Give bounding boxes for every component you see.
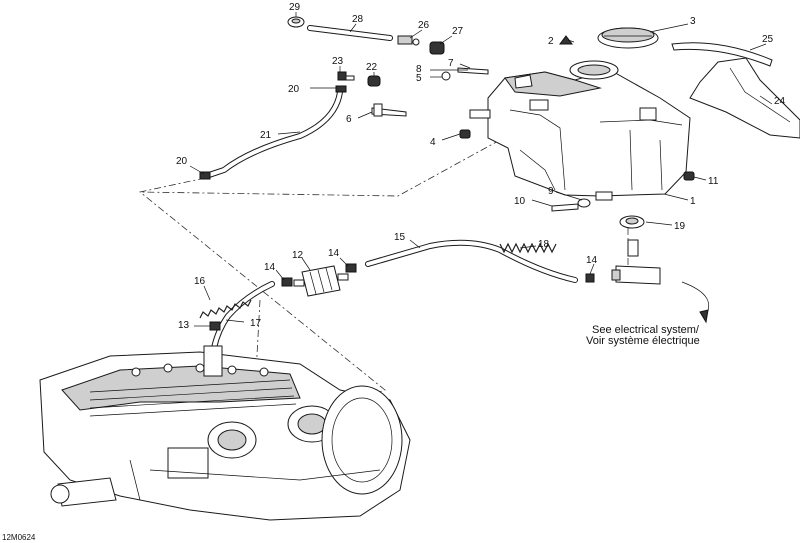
callout-21: 21 [260,130,272,141]
callout-9: 9 [548,186,554,197]
callout-15: 15 [394,232,406,243]
callout-2: 2 [548,36,554,47]
callout-8: 8 [416,64,422,75]
callout-22: 22 [366,62,378,73]
check-valve [397,35,420,46]
callout-14-right: 14 [586,255,598,266]
cap-seal [559,35,573,45]
callout-4: 4 [430,137,436,148]
callout-17: 17 [250,318,262,329]
washer-9 [577,198,591,208]
tank-cap [597,27,659,49]
callout-25: 25 [762,34,774,45]
nut-11 [683,171,695,181]
clamp-14-mid [345,263,357,273]
callout-29: 29 [289,2,301,13]
clamp-13 [209,321,221,331]
strap [671,42,773,67]
leader-lines [189,12,773,327]
clamp-14-left [281,277,293,287]
screw-7 [457,67,489,75]
oil-level-sensor [611,239,661,285]
callout-19: 19 [674,221,686,232]
clamp-20-lower [199,171,211,180]
callout-26: 26 [418,20,430,31]
callout-10: 10 [514,196,526,207]
clamp-top [429,41,445,55]
callout-18: 18 [538,239,550,250]
callout-1: 1 [690,196,696,207]
callout-14-left: 14 [264,262,276,273]
callout-labels: 29 28 26 27 3 2 25 24 23 22 20 8 7 5 6 4… [176,2,786,331]
callout-16: 16 [194,276,206,287]
nut-5 [441,71,451,81]
callout-11: 11 [708,176,719,187]
clamp-14-right [585,273,595,283]
hose-21 [203,89,343,179]
clamp-22 [367,75,381,87]
spring-16 [199,299,252,319]
callout-12: 12 [292,250,304,261]
note-line-1: See electrical system/ [592,324,700,336]
callout-20-lower: 20 [176,156,188,167]
fitting-23 [337,71,355,81]
drawing-code: 12M0624 [2,533,36,542]
callout-14-mid: 14 [328,248,340,259]
callout-5: 5 [416,73,422,84]
callout-7: 7 [448,58,454,69]
callout-24: 24 [774,96,786,107]
hose-17 [211,281,275,351]
bolt-10 [551,203,579,212]
bolt-6 [371,103,407,117]
oil-filter [293,265,349,297]
note-arrow [681,281,709,324]
callout-28: 28 [352,14,364,25]
callout-6: 6 [346,114,352,125]
spring-18 [499,242,557,254]
oil-tank [469,60,691,201]
grommet [287,16,305,28]
note-line-2: Voir système électrique [586,335,700,347]
callout-20-upper: 20 [288,84,300,95]
hose-15 [365,239,578,283]
heat-shield [689,57,800,139]
grommet-19 [619,215,645,229]
engine [39,345,411,521]
vent-tube [307,25,393,41]
clamp-20-upper [335,85,347,93]
callout-23: 23 [332,56,344,67]
callout-3: 3 [690,16,696,27]
callout-13: 13 [178,320,190,331]
callout-27: 27 [452,26,464,37]
nut-4 [459,129,471,139]
